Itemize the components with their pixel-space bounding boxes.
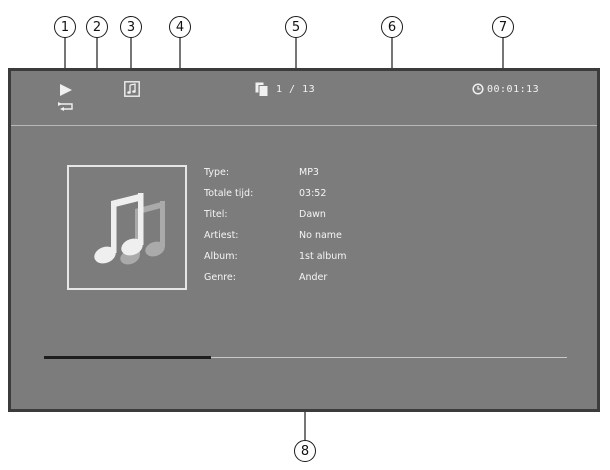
info-label-artist: Artiest: [204,230,239,241]
clock-icon [472,83,484,95]
music-mode-icon[interactable] [124,81,140,97]
elapsed-time: 00:01:13 [487,84,540,95]
repeat-icon[interactable] [57,101,77,111]
callout-2: 2 [86,16,108,38]
play-icon[interactable] [59,83,73,97]
info-label-type: Type: [204,167,230,178]
callout-5: 5 [285,16,307,38]
album-art [67,165,187,290]
music-notes-icon [94,193,165,265]
player-screen: 1 / 13 00:01:13 Type: MP3 Totale t [8,68,600,412]
progress-bar-fill [44,356,212,359]
info-label-title: Titel: [204,209,228,220]
info-label-genre: Genre: [204,272,236,283]
info-value-total-time: 03:52 [299,188,327,199]
callout-4: 4 [169,16,191,38]
callout-6: 6 [381,16,403,38]
info-value-type: MP3 [299,167,319,178]
page-counter: 1 / 13 [276,84,316,95]
info-value-title: Dawn [299,209,326,220]
file-icon [255,82,269,97]
progress-bar[interactable] [44,356,567,359]
info-value-album: 1st album [299,251,347,262]
info-value-artist: No name [299,230,342,241]
header-divider [11,125,597,126]
info-label-album: Album: [204,251,238,262]
callout-3: 3 [120,16,142,38]
callout-8: 8 [294,440,316,462]
callout-1: 1 [54,16,76,38]
callout-7: 7 [492,16,514,38]
info-value-genre: Ander [299,272,328,283]
info-label-total-time: Totale tijd: [204,188,254,199]
